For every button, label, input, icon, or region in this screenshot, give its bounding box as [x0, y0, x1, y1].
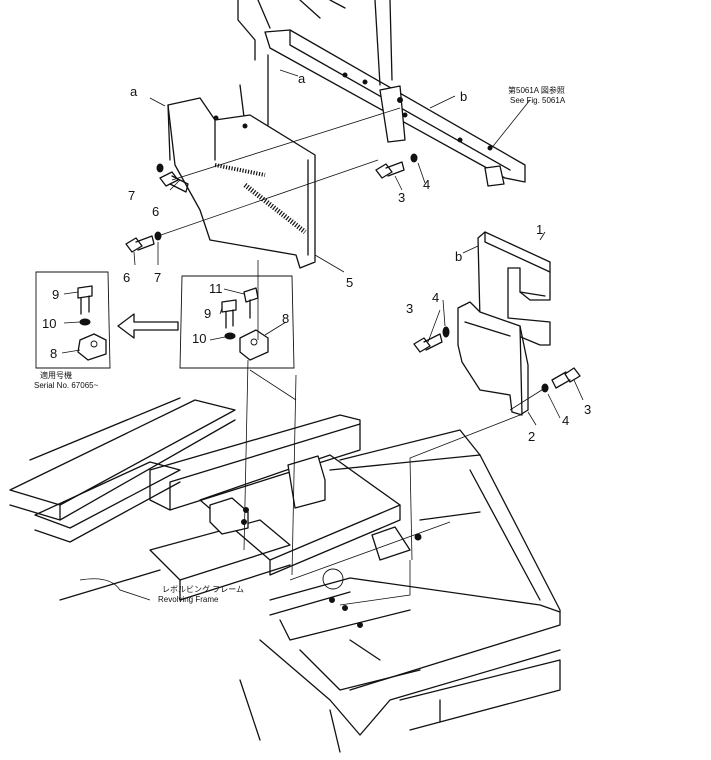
- bolt-3-left: [413, 333, 443, 353]
- note-frame-jp: レボルビング フレーム: [162, 584, 244, 594]
- label-part-5: 5: [346, 275, 353, 290]
- label-part-6-top: 6: [152, 204, 159, 219]
- label-b-top: b: [460, 89, 467, 104]
- cover-panel-5: [167, 97, 316, 269]
- notes: 第5061A 図参照 See Fig. 5061A 適用号機 Serial No…: [34, 85, 566, 604]
- label-part-7-left: 7: [154, 270, 161, 285]
- label-part-10-box: 10: [192, 331, 206, 346]
- label-part-4-top: 4: [423, 177, 430, 192]
- revolving-frame: [9, 397, 561, 753]
- washer-4-top: [410, 153, 418, 163]
- cover-plate-2: [457, 301, 529, 416]
- label-part-10-inset: 10: [42, 316, 56, 331]
- serial-inset-box: [35, 271, 111, 369]
- label-part-4-left: 4: [432, 290, 439, 305]
- label-part-1: 1: [536, 222, 543, 237]
- note-see-fig-en: See Fig. 5061A: [510, 96, 566, 105]
- part-labels: a a b b 1 2 3 3 3 4 4 4 5 6 6 7 7 8 8 9 …: [42, 71, 591, 444]
- label-a-left: a: [130, 84, 138, 99]
- label-part-9-box: 9: [204, 306, 211, 321]
- label-part-7-top: 7: [128, 188, 135, 203]
- label-part-6-left: 6: [123, 270, 130, 285]
- bolt-6-left: [125, 235, 155, 253]
- note-see-fig-jp: 第5061A 図参照: [508, 85, 565, 95]
- bolt-6-top: [159, 171, 189, 193]
- label-part-2: 2: [528, 429, 535, 444]
- label-part-11-box: 11: [209, 281, 223, 296]
- label-part-8-box: 8: [282, 311, 289, 326]
- label-part-3-right: 3: [584, 402, 591, 417]
- note-serial-jp: 適用号機: [40, 370, 72, 380]
- label-a-right: a: [298, 71, 306, 86]
- washer-7-top: [156, 163, 164, 173]
- reference-arrow: [117, 313, 179, 339]
- label-part-4-right: 4: [562, 413, 569, 428]
- cover-plate-1: [477, 231, 551, 346]
- upper-frame: [237, 0, 526, 187]
- detail-box: [179, 275, 295, 369]
- label-part-3-top: 3: [398, 190, 405, 205]
- label-b-mid: b: [455, 249, 462, 264]
- leader-lines: [133, 69, 584, 606]
- note-frame-en: Revolving Frame: [158, 595, 219, 604]
- label-part-8-inset: 8: [50, 346, 57, 361]
- bolt-3-right: [551, 367, 581, 389]
- note-serial-en: Serial No. 67065~: [34, 381, 99, 390]
- label-part-9-inset: 9: [52, 287, 59, 302]
- washer-4-left: [442, 326, 450, 338]
- label-part-3-left: 3: [406, 301, 413, 316]
- bolt-3-top: [375, 161, 405, 179]
